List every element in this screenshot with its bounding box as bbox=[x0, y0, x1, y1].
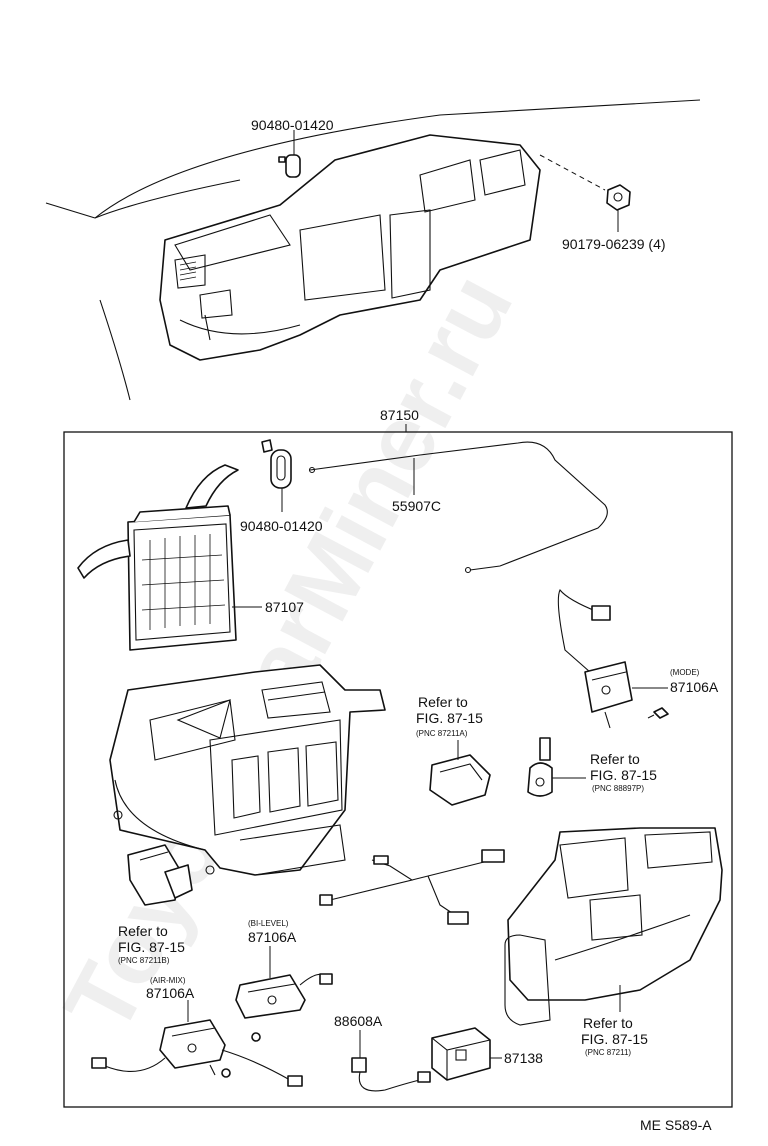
label-ref-897-pnc: (PNC 88897P) bbox=[592, 784, 644, 793]
label-clip-top: 90480-01420 bbox=[251, 117, 334, 133]
bilevel-actuator bbox=[235, 946, 333, 1019]
heater-case bbox=[109, 664, 386, 876]
assembly-frame bbox=[63, 431, 733, 1108]
label-airmix-part: 87106A bbox=[146, 985, 195, 1001]
label-ref-211b-pnc: (PNC 87211B) bbox=[118, 956, 170, 965]
label-ref-211a-pnc: (PNC 87211A) bbox=[416, 729, 468, 738]
harness-88608a bbox=[351, 1030, 431, 1092]
label-ref-211b-line2: FIG. 87-15 bbox=[118, 939, 185, 955]
heater-core bbox=[77, 464, 262, 651]
label-ref-211a-line1: Refer to bbox=[418, 694, 468, 710]
label-bilevel-part: 87106A bbox=[248, 929, 297, 945]
label-ref-211b-line1: Refer to bbox=[118, 923, 168, 939]
label-ref-211a-line2: FIG. 87-15 bbox=[416, 710, 483, 726]
label-nut-top: 90179-06239 (4) bbox=[562, 236, 666, 252]
label-harness: 88608A bbox=[334, 1013, 383, 1029]
wire-harness bbox=[319, 849, 505, 925]
label-mode-tag: (MODE) bbox=[670, 668, 700, 677]
dashboard-outline bbox=[45, 99, 701, 401]
servo-bracket bbox=[429, 740, 491, 806]
label-amplifier: 87138 bbox=[504, 1050, 543, 1066]
inner-clip-icon bbox=[261, 439, 292, 512]
screw-icon bbox=[221, 1032, 261, 1078]
heater-unit-installed bbox=[159, 134, 541, 361]
airmix-actuator bbox=[91, 1000, 303, 1087]
screw-icon bbox=[647, 707, 669, 719]
flap-part bbox=[127, 844, 193, 906]
figure-code: ME S589-A bbox=[640, 1117, 712, 1133]
label-mode-part: 87106A bbox=[670, 679, 719, 695]
label-bilevel-tag: (BI-LEVEL) bbox=[248, 919, 289, 928]
label-ref-211-pnc: (PNC 87211) bbox=[585, 1048, 631, 1057]
sensor-icon bbox=[527, 737, 586, 797]
label-ref-211-line2: FIG. 87-15 bbox=[581, 1031, 648, 1047]
label-clip-inner: 90480-01420 bbox=[240, 518, 323, 534]
label-ref-897-line1: Refer to bbox=[590, 751, 640, 767]
label-assembly: 87150 bbox=[380, 407, 419, 423]
label-cable: 55907C bbox=[392, 498, 441, 514]
label-heater-core: 87107 bbox=[265, 599, 304, 615]
mode-actuator bbox=[557, 588, 669, 729]
label-ref-897-line2: FIG. 87-15 bbox=[590, 767, 657, 783]
amplifier-box bbox=[431, 1027, 502, 1081]
clip-icon bbox=[278, 130, 301, 178]
control-cable bbox=[308, 441, 608, 574]
label-ref-211-line1: Refer to bbox=[583, 1015, 633, 1031]
label-airmix-tag: (AIR-MIX) bbox=[150, 976, 186, 985]
air-duct bbox=[504, 827, 723, 1026]
nut-icon bbox=[539, 154, 631, 232]
